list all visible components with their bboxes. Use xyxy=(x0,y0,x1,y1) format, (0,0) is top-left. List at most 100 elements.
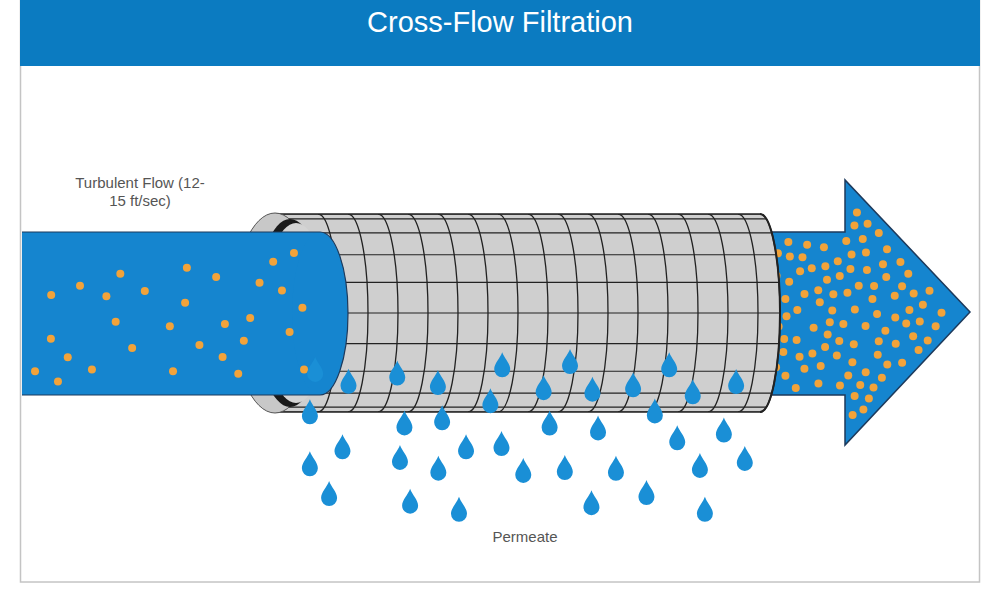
particle xyxy=(875,229,883,237)
particle xyxy=(820,243,828,251)
particle xyxy=(256,279,264,287)
permeate-drop xyxy=(697,497,713,522)
particle xyxy=(76,282,84,290)
particle xyxy=(924,337,932,345)
permeate-drop xyxy=(625,372,641,397)
particle xyxy=(850,222,858,230)
particle xyxy=(836,382,844,390)
particle xyxy=(47,335,55,343)
particle xyxy=(902,319,910,327)
particle xyxy=(112,318,120,326)
particle xyxy=(824,330,832,338)
particle xyxy=(879,260,887,268)
particle xyxy=(898,282,906,290)
particle xyxy=(829,290,837,298)
particle xyxy=(166,322,174,330)
mesh-line xyxy=(270,218,790,219)
particle xyxy=(800,290,808,298)
concentrate-particles xyxy=(772,208,945,419)
permeate-drop xyxy=(334,434,350,459)
particle xyxy=(779,348,787,356)
particle xyxy=(793,336,801,344)
mesh-line xyxy=(270,343,790,344)
permeate-drop xyxy=(307,357,323,382)
permeate-drop xyxy=(542,411,558,436)
particle xyxy=(783,312,791,320)
permeate-drop xyxy=(494,352,510,377)
particle xyxy=(846,265,854,273)
particle xyxy=(844,372,852,380)
permeate-drop xyxy=(392,445,408,470)
particle xyxy=(800,365,808,373)
permeate-drop xyxy=(685,379,701,404)
particle xyxy=(891,314,899,322)
particle xyxy=(864,220,872,228)
particle xyxy=(212,273,220,281)
particle xyxy=(221,320,229,328)
permeate-drop xyxy=(557,455,573,480)
permeate-drop xyxy=(536,375,552,400)
particle xyxy=(803,241,811,249)
permeate-drop xyxy=(482,388,498,413)
mesh-line xyxy=(270,232,790,233)
particle xyxy=(855,282,863,290)
particle xyxy=(808,264,816,272)
particle xyxy=(870,282,878,290)
particle xyxy=(919,301,927,309)
particle xyxy=(851,305,859,313)
particle xyxy=(836,272,844,280)
permeate-drop xyxy=(692,453,708,478)
particle xyxy=(834,257,842,265)
permeate-drop xyxy=(647,398,663,423)
permeate-drop xyxy=(341,369,357,394)
permeate-drop xyxy=(515,458,531,483)
particle xyxy=(853,208,861,216)
particle xyxy=(780,335,788,343)
particle xyxy=(300,365,308,373)
feed-particles xyxy=(31,249,308,385)
permeate-drop xyxy=(661,352,677,377)
permeate-drop xyxy=(396,410,412,435)
permeate-drop xyxy=(302,399,318,424)
particle xyxy=(47,291,55,299)
mesh-line xyxy=(270,282,790,283)
particle xyxy=(195,341,203,349)
particle xyxy=(856,381,864,389)
particle xyxy=(784,238,792,246)
particle xyxy=(883,245,891,253)
feed-pipe xyxy=(22,232,322,395)
particle xyxy=(808,350,816,358)
particle xyxy=(796,353,804,361)
particle xyxy=(798,253,806,261)
particle xyxy=(905,306,913,314)
particle xyxy=(910,290,918,298)
particle xyxy=(828,307,836,315)
particle xyxy=(859,235,867,243)
particle xyxy=(234,370,242,378)
particle xyxy=(862,249,870,257)
particle xyxy=(874,351,882,359)
particle xyxy=(31,367,39,375)
particle xyxy=(875,337,883,345)
particle xyxy=(64,353,72,361)
permeate-drop xyxy=(430,456,446,481)
particle xyxy=(141,287,149,295)
particle xyxy=(863,266,871,274)
particle xyxy=(814,286,822,294)
particle xyxy=(54,377,62,385)
particle xyxy=(932,322,940,330)
particle xyxy=(796,267,804,275)
particle xyxy=(826,318,834,326)
permeate-drop xyxy=(493,431,509,456)
particle xyxy=(278,287,286,295)
particle xyxy=(862,368,870,376)
particle xyxy=(925,287,933,295)
membrane-end xyxy=(760,214,780,412)
permeate-drop xyxy=(737,446,753,471)
permeate-drop xyxy=(434,405,450,430)
particle xyxy=(102,292,110,300)
permeate-drop xyxy=(402,489,418,514)
particle xyxy=(290,249,298,257)
particle xyxy=(88,366,96,374)
particle xyxy=(793,306,801,314)
